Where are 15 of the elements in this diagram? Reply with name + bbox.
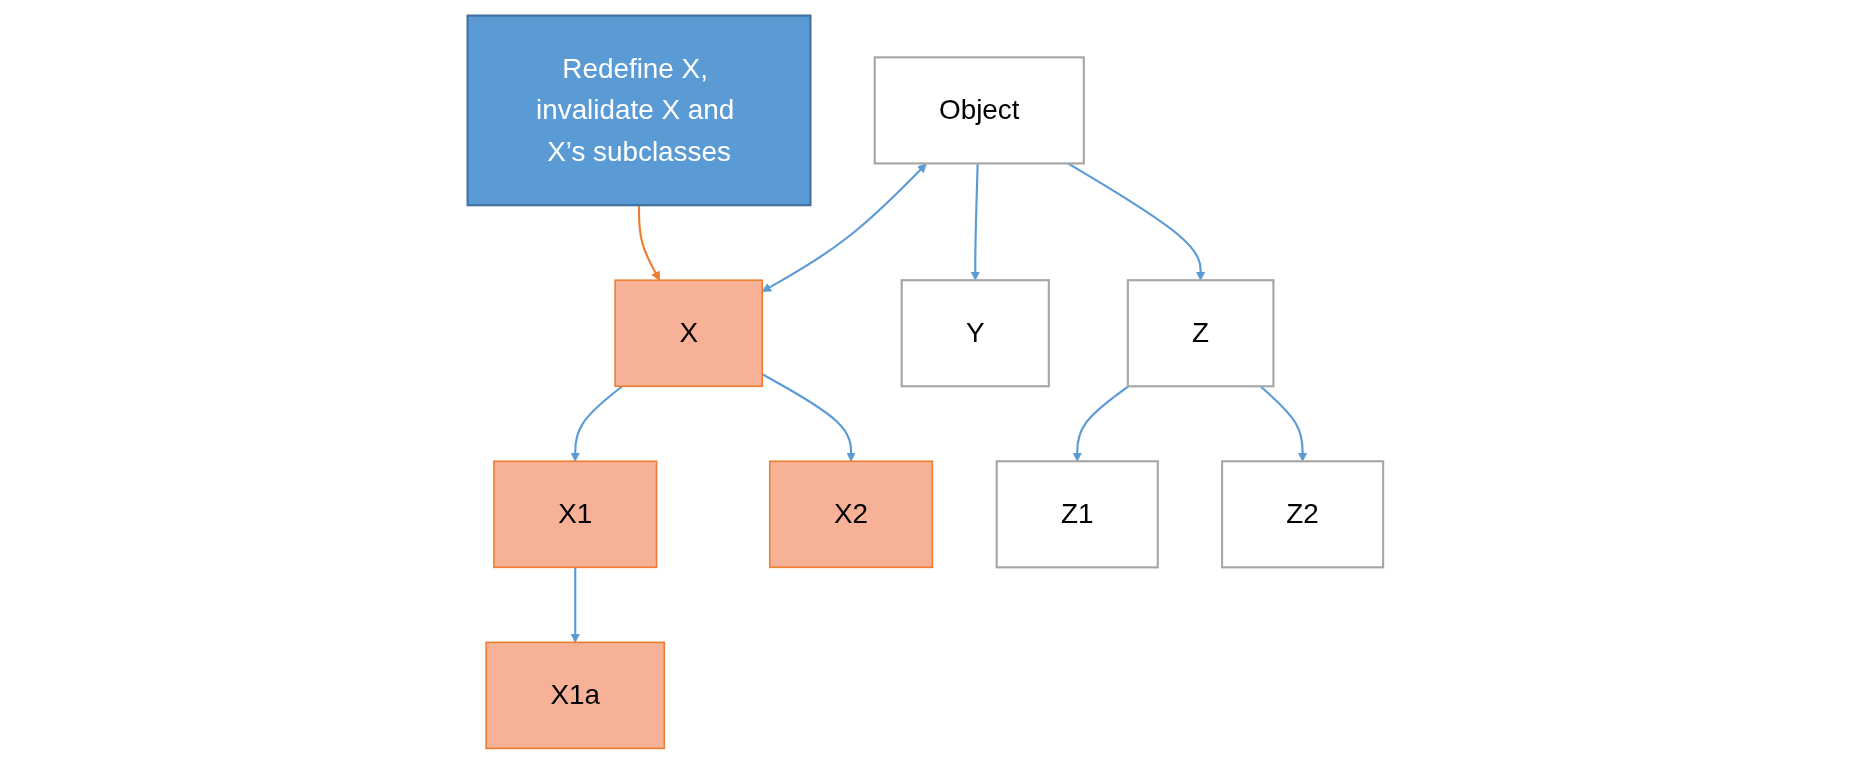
node-box: X1 [492, 459, 657, 568]
arrow [761, 372, 856, 462]
arrow [761, 162, 927, 292]
node-box: Redefine X, invalidate X and X’s subclasses [466, 14, 812, 206]
node-box: X1a [485, 641, 665, 749]
node-box: Z1 [995, 459, 1159, 568]
node-box: Object [873, 55, 1085, 164]
node-box: Z [1126, 278, 1275, 387]
arrow [570, 384, 623, 462]
node-box: Z2 [1220, 459, 1384, 568]
arrow [637, 204, 660, 281]
node-box: X [613, 278, 763, 387]
node-box: Y [900, 278, 1050, 387]
node-box: X2 [768, 459, 933, 568]
arrow [570, 566, 580, 643]
